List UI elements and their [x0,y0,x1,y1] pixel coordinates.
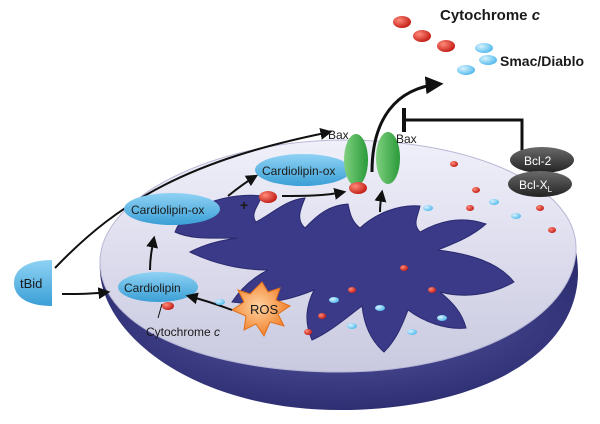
cyto-red-dot [548,227,556,233]
smac-diablo-label: Smac/Diablo [500,53,584,69]
arrow-ros-to-cardiolipin [185,292,233,311]
cytochrome-c-bottom-italic: c [214,325,220,339]
bax-left: Bax [328,128,368,186]
cyto-red-dot [413,30,431,42]
mitochondrion-outer-rim [99,245,578,410]
cytochrome-c-top-word: Cytochrome [440,7,528,24]
cyto-red-dot [437,40,455,52]
tbid-protein: tBid [14,260,52,306]
smac-blue-dot [511,213,521,219]
arrow-tbid-to-bax [54,128,333,269]
cytochrome-c-bottom-word: Cytochrome [146,325,211,339]
arrow-cytc-to-bax [281,187,347,200]
smac-blue-dot [423,205,433,211]
cyto-red-dot [162,302,174,310]
cyto-red-dot [348,287,356,293]
cytc-bottom-pointer [157,303,163,319]
cyto-red-dot [472,187,480,193]
smac-blue-dot [437,315,447,321]
tbid-shape [14,260,52,306]
cyto-red-dot [428,287,436,293]
cyto-red-dot [450,161,458,167]
cardiolipin-ox-right-node: Cardiolipin-ox [255,154,351,186]
cytochrome-c-top-label: Cytochrome c [440,7,541,24]
smac-blue-dot [457,65,475,75]
ros-burst: ROS [230,281,292,338]
cyto-red-dot [536,205,544,211]
bclxl-shape [508,171,572,197]
bax-left-shape [344,134,368,186]
cyto-red-dot [466,205,474,211]
bclxl-label: Bcl-XL [519,178,553,194]
released-smac-group: Smac/Diablo [457,43,584,75]
arrow-cardiolipin-to-ox [146,235,159,271]
smac-blue-dot [375,305,385,311]
mitochondrion [99,139,578,410]
cardiolipin-ox-left-node: Cardiolipin-ox [124,193,220,225]
cyto-red-dot [349,182,367,194]
cardiolipin-ox-right-label: Cardiolipin-ox [262,164,335,178]
membrane-molecules [162,161,556,335]
cyto-red-dot [318,313,326,319]
smac-blue-dot [407,329,417,335]
arrow-tbid-to-cardiolipin [61,287,111,300]
mitochondrion-matrix-cristae [174,194,515,353]
bclxl-protein: Bcl-XL [508,171,572,197]
bax-right-shape [376,132,400,184]
cardiolipin-node: Cardiolipin [118,272,198,302]
cytochrome-c-bottom-label: Cytochrome c [146,325,220,339]
released-cytochrome-c-group: Cytochrome c [393,7,541,52]
bax-right-label: Bax [396,132,417,146]
bclxl-label-main: Bcl-X [519,178,548,192]
cardiolipin-ox-right-oval [255,154,351,186]
bclxl-label-sub: L [548,185,553,194]
cardiolipin-ox-left-oval [124,193,220,225]
smac-blue-dot [215,299,225,305]
smac-blue-dot [479,55,497,65]
cyto-red-dot [304,329,312,335]
cardiolipin-oval [118,272,198,302]
bcl2-label: Bcl-2 [524,154,552,168]
smac-blue-dot [347,323,357,329]
cyto-red-dot [393,16,411,28]
cyto-red-dot [400,265,408,271]
arrow-cytc-up-into-pore [374,189,387,213]
cardiolipin-label: Cardiolipin [124,281,181,295]
cytochrome-c-top-italic: c [532,7,541,24]
cyto-red-dot [259,191,277,203]
arrow-release-out [370,76,444,173]
bax-left-label: Bax [328,128,349,142]
bcl2-protein: Bcl-2 [510,147,574,173]
plus-sign: + [240,197,248,213]
bax-right: Bax [376,132,417,184]
ros-shape [230,281,292,338]
tbid-label: tBid [20,276,42,291]
smac-blue-dot [475,43,493,53]
bcl2-shape [510,147,574,173]
cardiolipin-ox-left-label: Cardiolipin-ox [131,203,204,217]
smac-blue-dot [329,297,339,303]
arrow-ox-left-to-ox-right [227,174,259,197]
ros-label: ROS [250,302,279,317]
smac-blue-dot [489,199,499,205]
